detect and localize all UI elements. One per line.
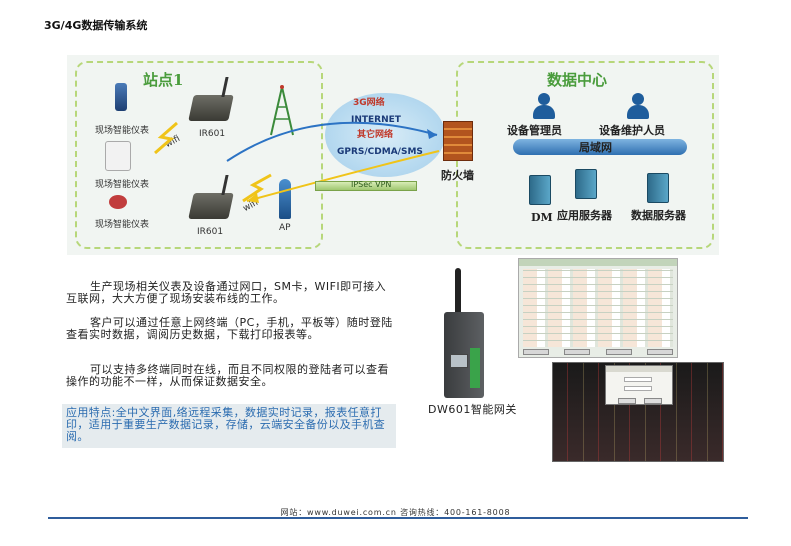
page-title: 3G/4G数据传输系统	[44, 19, 148, 32]
dialog-button	[644, 398, 662, 404]
dm-server-icon	[529, 175, 551, 205]
router-label-2: IR601	[197, 227, 224, 237]
login-dialog-thumbnail	[605, 365, 673, 405]
dialog-field	[624, 377, 652, 382]
dm-label: DM	[531, 211, 553, 224]
ipsec-vpn-tunnel	[315, 181, 417, 191]
antenna-icon	[455, 268, 461, 318]
data-table-thumbnail	[523, 269, 673, 347]
device-label: DW601智能网关	[428, 403, 517, 416]
pressure-meter-icon	[115, 83, 127, 111]
site-title: 站点1	[143, 71, 184, 89]
maintainer-label: 设备维护人员	[599, 124, 665, 137]
paragraph-1-text: 生产现场相关仪表及设备通过网口，SM卡，WIFI即可接入互联网，大大方便了现场安…	[66, 280, 387, 305]
meter-label-1: 现场智能仪表	[95, 126, 150, 136]
dialog-titlebar	[606, 366, 672, 372]
footer-divider	[48, 517, 748, 519]
data-flow-arrows	[226, 121, 440, 203]
paragraph-1: 生产现场相关仪表及设备通过网口，SM卡，WIFI即可接入互联网，大大方便了现场安…	[66, 281, 396, 305]
ap-label: AP	[279, 223, 291, 233]
data-server-label: 数据服务器	[631, 209, 686, 222]
maintainer-icon	[623, 93, 653, 119]
network-3g-label: 3G网络	[353, 98, 385, 108]
paragraph-2-text: 客户可以通过任意上网终端（PC，手机，平板等）随时登陆查看实时数据，调阅历史数据…	[66, 316, 393, 341]
cell-tower-icon	[267, 83, 297, 137]
thumbnail-button	[646, 349, 673, 355]
screenshot-buttons	[523, 349, 673, 355]
lightning-icon	[242, 173, 272, 203]
dialog-field	[624, 386, 652, 391]
login-screenshot	[552, 362, 724, 462]
thumbnail-button	[564, 349, 591, 355]
monitoring-screenshot	[518, 258, 678, 358]
gprs-label: GPRS/CDMA/SMS	[337, 147, 423, 157]
lightning-icon	[154, 121, 178, 155]
meter-label-3: 现场智能仪表	[95, 220, 150, 230]
network-diagram: 站点1 数据中心 现场智能仪表 现场智能仪表 现场智能仪表 IR601 IR60…	[67, 55, 719, 255]
paragraph-2: 客户可以通过任意上网终端（PC，手机，平板等）随时登陆查看实时数据，调阅历史数据…	[66, 317, 396, 341]
ipsec-label: IPSec VPN	[351, 180, 392, 189]
lan-label: 局域网	[579, 141, 612, 154]
internet-cloud	[325, 93, 445, 177]
device-manager-label: 设备管理员	[507, 124, 562, 137]
app-server-icon	[575, 169, 597, 199]
terminal-block-icon	[470, 348, 480, 388]
thumbnail-button	[523, 349, 549, 355]
ethernet-port-icon	[450, 354, 468, 368]
firewall-icon	[443, 121, 473, 161]
thumbnail-button	[605, 349, 632, 355]
paragraph-3: 可以支持多终端同时在线，而且不同权限的登陆者可以查看操作的功能不一样，从而保证数…	[66, 364, 396, 388]
features-box: 应用特点:全中文界面,络远程采集，数据实时记录，报表任意打印，适用于重要生产数据…	[62, 404, 396, 448]
lan-bus	[513, 139, 687, 155]
flow-meter-icon	[109, 195, 127, 209]
internet-label: INTERNET	[351, 115, 401, 125]
site-zone	[75, 61, 323, 249]
footer-contact: 网站：www.duwei.com.cn 咨询热线：400-161-8008	[280, 508, 511, 517]
screenshot-titlebar	[519, 259, 677, 266]
router-label-1: IR601	[199, 129, 226, 139]
other-network-label: 其它网络	[357, 130, 394, 140]
meter-label-2: 现场智能仪表	[95, 180, 150, 190]
dialog-button	[618, 398, 636, 404]
app-server-label: 应用服务器	[557, 209, 612, 222]
paragraph-3-text: 可以支持多终端同时在线，而且不同权限的登陆者可以查看操作的功能不一样，从而保证数…	[66, 363, 389, 388]
data-server-icon	[647, 173, 669, 203]
controller-meter-icon	[105, 141, 131, 171]
gateway-device-image	[440, 268, 488, 398]
device-manager-icon	[529, 93, 559, 119]
data-center-title: 数据中心	[547, 71, 608, 89]
firewall-label: 防火墙	[441, 169, 474, 182]
